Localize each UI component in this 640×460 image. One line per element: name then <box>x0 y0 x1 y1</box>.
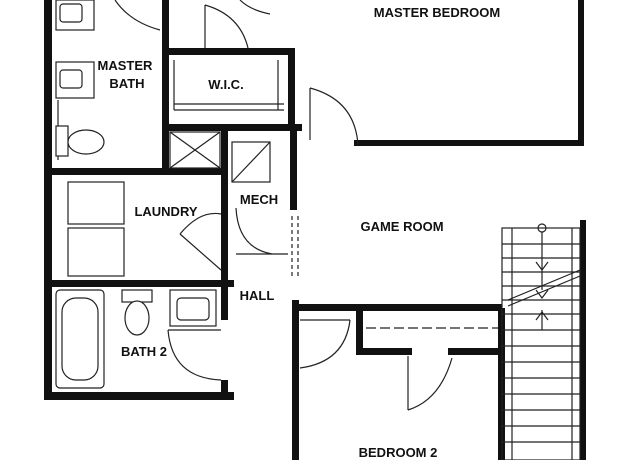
toilet-icon <box>67 129 105 155</box>
room-labels: MASTER BEDROOM MASTER BATH W.I.C. LAUNDR… <box>98 5 501 460</box>
sink-icon <box>59 3 83 23</box>
room-label-wic: W.I.C. <box>208 77 243 92</box>
room-label-game-room: GAME ROOM <box>360 219 443 234</box>
sink-icon <box>59 69 83 89</box>
room-label-master-bath-line1: MASTER <box>98 58 154 73</box>
room-label-master-bath-line2: BATH <box>109 76 144 91</box>
toilet-tank-icon <box>55 125 69 157</box>
room-label-bedroom-2: BEDROOM 2 <box>359 445 438 460</box>
room-label-master-bedroom: MASTER BEDROOM <box>374 5 500 20</box>
thin-lines <box>55 0 498 411</box>
washer-icon <box>67 181 125 225</box>
toilet-icon <box>124 300 150 336</box>
toilet-tank-icon <box>121 289 153 303</box>
staircase <box>501 223 581 460</box>
room-label-mech: MECH <box>240 192 278 207</box>
room-label-laundry: LAUNDRY <box>134 204 197 219</box>
bathtub-basin-icon <box>61 297 99 381</box>
room-label-hall: HALL <box>240 288 275 303</box>
dryer-icon <box>67 227 125 277</box>
fixtures <box>55 3 271 389</box>
room-label-bath-2: BATH 2 <box>121 344 167 359</box>
stair-direction-arrow-icon <box>507 223 581 330</box>
